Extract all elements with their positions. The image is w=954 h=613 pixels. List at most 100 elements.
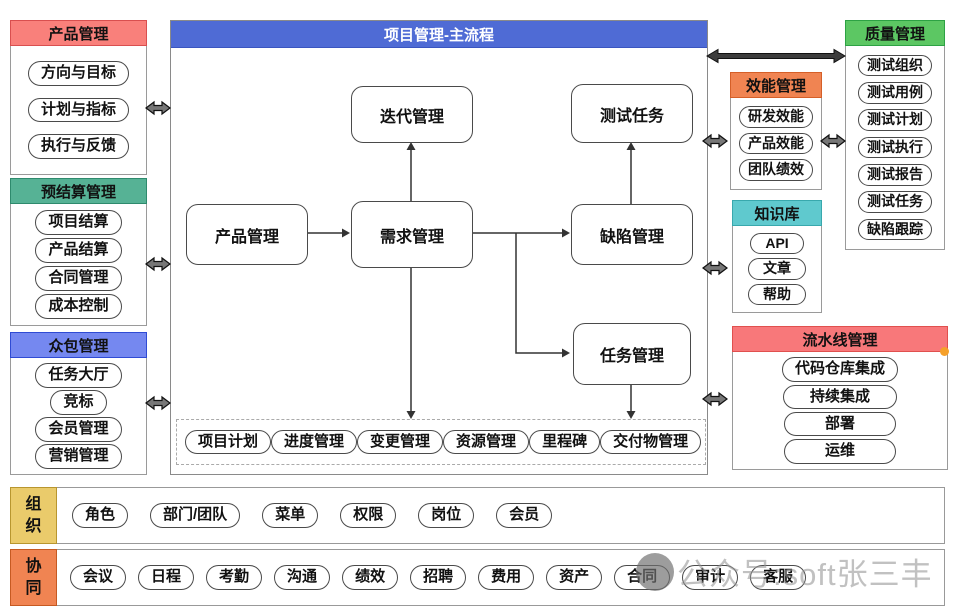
module-chip: 计划与指标 [27, 97, 129, 123]
double-arrow-icon [145, 100, 171, 116]
module-chip: 执行与反馈 [27, 134, 129, 160]
module-chip: 竞标 [50, 390, 107, 415]
module-chip: 测试任务 [858, 191, 932, 213]
module-chip: 部门/团队 [150, 503, 241, 528]
panel-body: 任务大厅 竞标 会员管理 营销管理 [10, 358, 147, 475]
accent-dot [940, 347, 949, 356]
panel-body: 测试组织 测试用例 测试计划 测试执行 测试报告 测试任务 缺陷跟踪 [845, 46, 945, 250]
double-arrow-icon [702, 260, 728, 276]
module-chip: 绩效 [342, 565, 399, 590]
module-chip: 变更管理 [357, 429, 444, 455]
module-chip: API [750, 232, 804, 255]
module-chip: 会议 [70, 565, 127, 590]
flow-node-defect: 缺陷管理 [571, 204, 693, 265]
panel-body: 研发效能 产品效能 团队绩效 [730, 98, 822, 190]
panel-title: 质量管理 [845, 20, 945, 46]
module-chip: 项目计划 [185, 429, 272, 455]
panel-knowledge-base: 知识库 API 文章 帮助 [732, 200, 822, 313]
panel-pipeline-mgmt: 流水线管理 代码仓库集成 持续集成 部署 运维 [732, 326, 949, 470]
double-arrow-icon [145, 395, 171, 411]
module-chip: 测试计划 [858, 109, 932, 131]
panel-title: 知识库 [732, 200, 822, 226]
panel-body: 项目结算 产品结算 合同管理 成本控制 [10, 204, 147, 326]
row-items: 会议 日程 考勤 沟通 绩效 招聘 费用 资产 合同 审计 客服 [56, 550, 944, 605]
long-double-arrow-icon [706, 48, 846, 64]
panel-budget-mgmt: 预结算管理 项目结算 产品结算 合同管理 成本控制 [10, 178, 147, 326]
module-chip: 帮助 [748, 283, 806, 306]
module-chip: 任务大厅 [35, 363, 122, 388]
panel-body: 方向与目标 计划与指标 执行与反馈 [10, 46, 147, 175]
module-chip: 资产 [546, 565, 603, 590]
row-label-text: 组织 [25, 495, 42, 535]
module-chip: 合同 [614, 565, 671, 590]
module-chip: 方向与目标 [27, 60, 129, 86]
row-label-text: 协同 [25, 557, 42, 597]
panel-title-text: 流水线管理 [802, 331, 878, 349]
module-chip: 考勤 [206, 565, 263, 590]
panel-efficiency-mgmt: 效能管理 研发效能 产品效能 团队绩效 [730, 72, 822, 190]
module-chip: 缺陷跟踪 [858, 218, 932, 241]
module-chip: 研发效能 [739, 106, 813, 128]
flow-arrows-layer [306, 142, 636, 419]
module-chip: 里程碑 [529, 429, 601, 455]
double-arrow-icon [702, 133, 728, 149]
flow-node-requirement: 需求管理 [351, 201, 473, 268]
module-chip: 项目结算 [35, 210, 122, 235]
module-chip: 进度管理 [271, 429, 358, 455]
module-chip: 招聘 [410, 565, 467, 590]
module-chip: 测试用例 [858, 82, 932, 104]
panel-title: 预结算管理 [10, 178, 147, 204]
module-chip: 产品结算 [35, 238, 122, 263]
module-chip: 测试组织 [858, 54, 932, 77]
panel-body: 代码仓库集成 持续集成 部署 运维 [732, 352, 948, 470]
double-arrow-icon [702, 391, 728, 407]
panel-title: 产品管理 [10, 20, 147, 46]
module-chip: 部署 [783, 411, 896, 437]
module-chip: 角色 [72, 503, 129, 528]
module-chip: 产品效能 [739, 132, 813, 155]
panel-title: 效能管理 [730, 72, 822, 98]
module-chip: 费用 [478, 565, 535, 590]
module-chip: 资源管理 [443, 429, 530, 455]
module-chip: 合同管理 [35, 266, 122, 291]
flow-node-product: 产品管理 [186, 204, 308, 265]
row-label: 组织 [10, 487, 57, 544]
module-chip: 会员 [496, 503, 553, 528]
module-chip: 运维 [783, 438, 896, 464]
plan-modules-group: 项目计划 进度管理 变更管理 资源管理 里程碑 交付物管理 [176, 419, 706, 465]
panel-product-mgmt: 产品管理 方向与目标 计划与指标 执行与反馈 [10, 20, 147, 175]
flow-node-test-task: 测试任务 [571, 84, 693, 143]
module-chip: 会员管理 [35, 417, 122, 442]
module-chip: 团队绩效 [739, 159, 813, 181]
module-chip: 文章 [748, 258, 806, 280]
module-chip: 测试报告 [858, 164, 932, 186]
row-items: 角色 部门/团队 菜单 权限 岗位 会员 [56, 488, 944, 543]
module-chip: 交付物管理 [600, 429, 702, 455]
module-chip: 岗位 [418, 503, 475, 528]
panel-title: 流水线管理 [732, 326, 949, 356]
panel-main-process: 项目管理-主流程 迭代管理 测试任务 产品管 [170, 20, 708, 475]
row-collaboration: 协同 会议 日程 考勤 沟通 绩效 招聘 费用 资产 合同 审计 客服 [10, 549, 945, 606]
double-arrow-icon [145, 256, 171, 272]
flow-node-iteration: 迭代管理 [351, 86, 473, 143]
module-chip: 营销管理 [35, 444, 122, 469]
module-chip: 沟通 [274, 565, 331, 590]
module-chip: 客服 [750, 565, 807, 590]
module-chip: 日程 [138, 565, 195, 590]
module-chip: 测试执行 [858, 136, 932, 159]
panel-body: API 文章 帮助 [732, 226, 822, 313]
module-chip: 权限 [340, 503, 397, 528]
row-organization: 组织 角色 部门/团队 菜单 权限 岗位 会员 [10, 487, 945, 544]
module-chip: 成本控制 [35, 294, 122, 319]
double-arrow-icon [820, 133, 846, 149]
panel-crowdsourcing-mgmt: 众包管理 任务大厅 竞标 会员管理 营销管理 [10, 332, 147, 475]
module-chip: 代码仓库集成 [781, 357, 898, 383]
panel-title: 众包管理 [10, 332, 147, 358]
module-chip: 持续集成 [782, 384, 897, 410]
row-label: 协同 [10, 549, 57, 606]
flow-node-task: 任务管理 [573, 323, 691, 385]
module-chip: 审计 [682, 565, 739, 590]
main-process-title: 项目管理-主流程 [171, 21, 707, 48]
panel-quality-mgmt: 质量管理 测试组织 测试用例 测试计划 测试执行 测试报告 测试任务 缺陷跟踪 [845, 20, 945, 250]
